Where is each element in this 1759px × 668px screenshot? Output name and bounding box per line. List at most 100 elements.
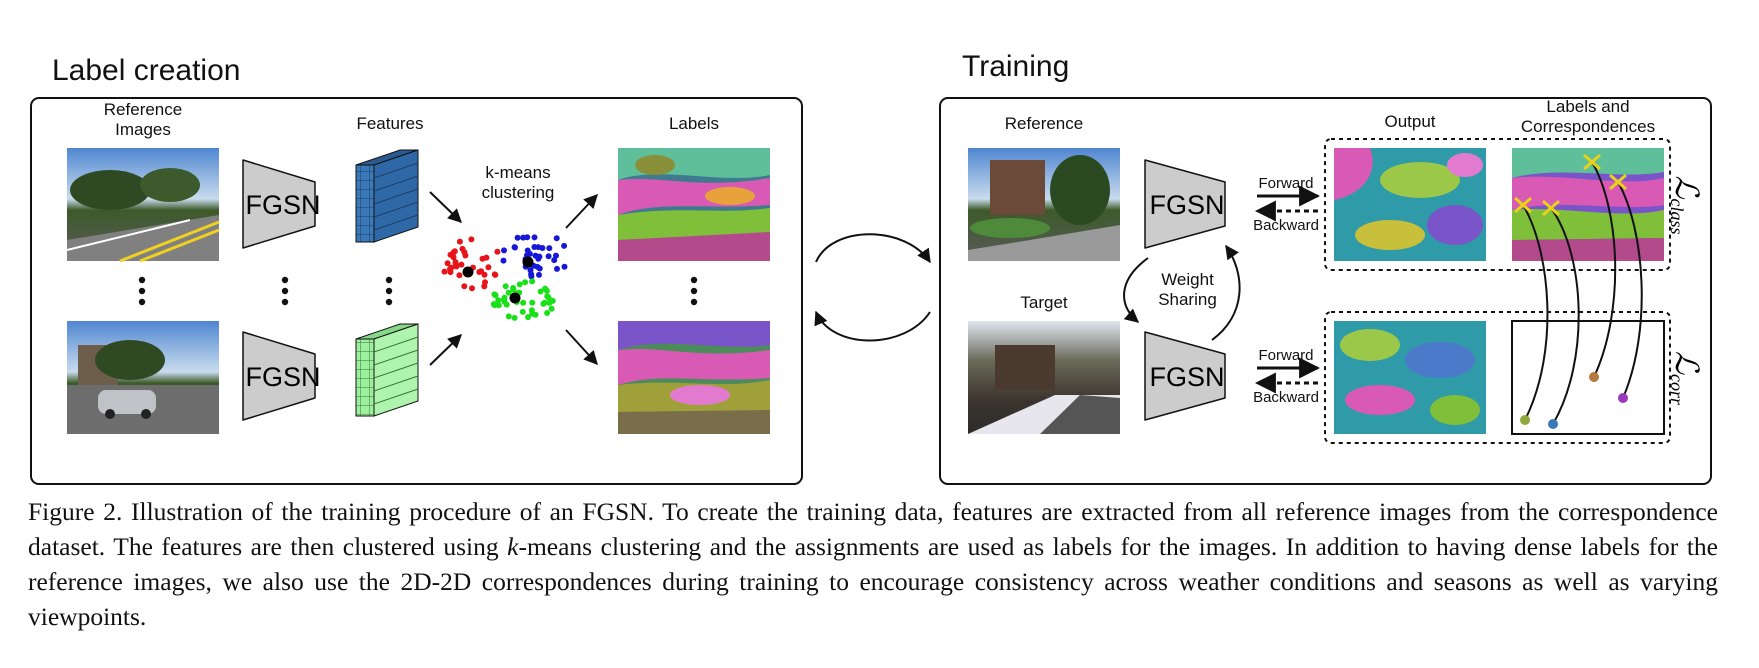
scatter-point: [505, 289, 512, 296]
reference-label: Reference: [1004, 114, 1084, 133]
figure-caption: Figure 2. Illustration of the training p…: [28, 494, 1718, 634]
output-map-target: [1334, 321, 1486, 434]
scatter-point: [494, 248, 501, 255]
scatter-point: [534, 263, 541, 270]
scatter-point: [459, 245, 466, 252]
backward-label-bottom: Backward: [1253, 389, 1319, 406]
scatter-point: [500, 257, 507, 264]
kmeans-scatter: [441, 234, 568, 321]
scatter-point: [444, 260, 451, 267]
feature-tensor-blue: [355, 149, 419, 243]
scatter-point: [554, 265, 560, 272]
scatter-point: [482, 279, 488, 286]
scatter-point: [532, 311, 539, 318]
scatter-point: [485, 264, 492, 271]
reference-images-label: Reference Images: [103, 100, 183, 139]
weight-sharing-arrow-right: [1211, 244, 1241, 341]
scatter-point: [450, 254, 457, 261]
arrow-features-to-cluster-top: [429, 191, 463, 223]
corr-loss-box: [1324, 311, 1671, 444]
scatter-point: [510, 286, 517, 293]
scatter-point: [503, 301, 510, 308]
scatter-point: [522, 279, 529, 286]
scatter-point: [481, 271, 488, 278]
scatter-point: [542, 285, 549, 292]
fgsn-network-left-bottom: FGSN: [242, 331, 321, 421]
cluster-centroid: [522, 256, 534, 268]
scatter-point: [531, 234, 538, 241]
scatter-point: [502, 283, 509, 290]
figure-diagram: FGSN FGSN: [30, 97, 1712, 485]
labels-correspondences-label: Labels and Correspondences: [1520, 97, 1656, 136]
scatter-point: [469, 285, 475, 292]
label-map-top: [618, 148, 770, 261]
fgsn-label: FGSN: [245, 190, 320, 220]
scatter-point: [541, 299, 548, 306]
cycle-arrow-bottom: [814, 310, 931, 342]
corr-loss-subscript: corr: [1667, 374, 1687, 406]
scatter-point: [561, 263, 568, 270]
scatter-point: [537, 288, 544, 295]
arrow-features-to-cluster-bottom: [429, 334, 463, 366]
scatter-point: [529, 299, 536, 306]
scatter-point: [483, 254, 490, 261]
fgsn-label: FGSN: [1149, 362, 1224, 392]
svg-text:ℒcorr: ℒcorr: [1667, 351, 1705, 406]
cluster-centroid: [462, 266, 474, 278]
fgsn-label: FGSN: [245, 362, 320, 392]
label-map-bottom: [618, 321, 770, 434]
fgsn-label: FGSN: [1149, 190, 1224, 220]
scatter-point: [535, 244, 542, 251]
scatter-point: [456, 238, 463, 245]
class-loss-box: [1324, 138, 1671, 271]
kmeans-label: k-means clustering: [481, 163, 555, 202]
scatter-point: [524, 234, 531, 241]
scatter-point: [546, 245, 553, 252]
class-loss-symbol: ℒclass: [1667, 175, 1705, 234]
scatter-point: [452, 261, 459, 268]
correspondence-lines: [1522, 161, 1643, 425]
scatter-point: [476, 269, 483, 275]
ellipsis-dots: [138, 276, 698, 306]
scatter-point: [519, 308, 526, 315]
scatter-point: [492, 271, 499, 278]
training-frame: [939, 97, 1712, 485]
fgsn-network-target: FGSN: [1144, 331, 1226, 421]
svg-text:ℒclass: ℒclass: [1667, 175, 1705, 234]
scatter-point: [458, 261, 465, 268]
caption-suffix: -means clustering and the assignments ar…: [28, 532, 1718, 631]
reference-image-1: [66, 148, 220, 263]
scatter-point: [544, 310, 551, 316]
scatter-point: [514, 234, 521, 241]
arrow-cluster-to-labels-bottom: [565, 329, 598, 366]
scatter-point: [527, 267, 534, 274]
training-target-image: [968, 321, 1120, 434]
scatter-point: [461, 283, 468, 290]
target-correspondence-box: [1511, 320, 1665, 435]
cycle-arrow-top: [815, 233, 931, 264]
scatter-point: [548, 305, 555, 312]
scatter-point: [561, 242, 568, 249]
scatter-point: [553, 235, 560, 242]
scatter-point: [545, 253, 552, 260]
output-map-reference: [1334, 148, 1486, 261]
scatter-point: [524, 247, 531, 254]
scatter-point: [491, 291, 498, 298]
scatter-point: [505, 313, 512, 320]
scatter-point: [516, 281, 523, 288]
scatter-point: [451, 248, 458, 255]
reference-image-2: [67, 321, 219, 434]
forward-label-bottom: Forward: [1258, 347, 1314, 364]
scatter-point: [544, 293, 551, 300]
scatter-point: [495, 302, 502, 309]
scatter-point: [448, 264, 455, 271]
backward-label-top: Backward: [1253, 217, 1319, 234]
feature-tensor-green: [355, 323, 419, 417]
label-creation-frame: [30, 97, 803, 485]
scatter-point: [511, 244, 518, 251]
scatter-point: [501, 247, 507, 254]
features-label: Features: [356, 114, 424, 133]
class-loss-subscript: class: [1667, 199, 1687, 235]
scatter-point: [520, 299, 527, 306]
label-creation-title: Label creation: [52, 54, 241, 87]
